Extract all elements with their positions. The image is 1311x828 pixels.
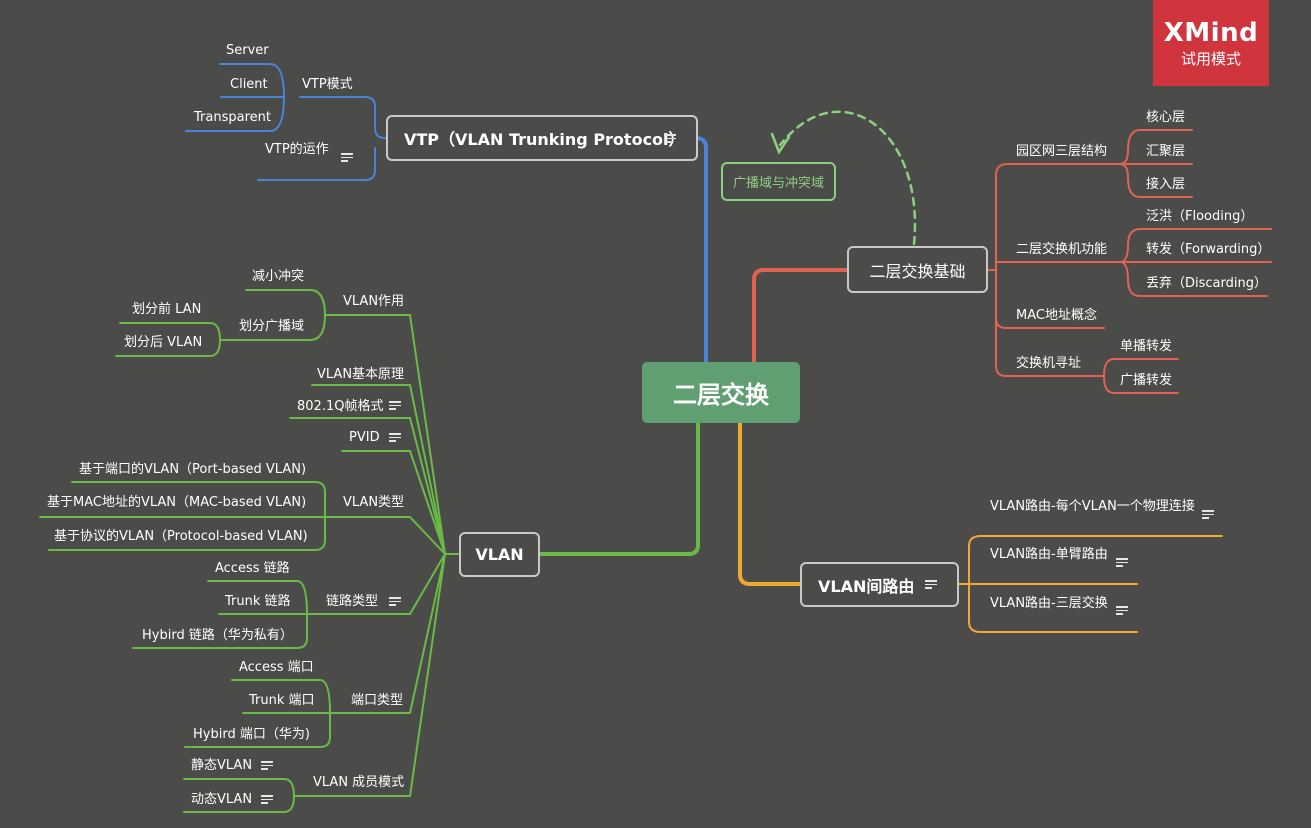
floating-topic[interactable]: 广播域与冲突域 <box>721 162 836 201</box>
split-broadcast-domain[interactable]: 划分广播域 <box>239 319 305 334</box>
vtp-mode-client[interactable]: Client <box>230 77 268 92</box>
vlan-types[interactable]: VLAN类型 <box>343 495 405 510</box>
mac-address-concept[interactable]: MAC地址概念 <box>1016 308 1097 323</box>
note-icon[interactable] <box>261 761 273 770</box>
note-icon[interactable] <box>389 597 401 606</box>
dot1q-frame[interactable]: 802.1Q帧格式 <box>297 399 384 414</box>
vlan-principle[interactable]: VLAN基本原理 <box>317 367 405 382</box>
topic-vlan[interactable]: VLAN <box>459 532 540 577</box>
function-flooding[interactable]: 泛洪（Flooding） <box>1146 209 1254 224</box>
vtp-operation[interactable]: VTP的运作 <box>265 142 329 157</box>
note-icon[interactable] <box>341 153 353 162</box>
access-link[interactable]: Access 链路 <box>215 561 290 576</box>
pvid[interactable]: PVID <box>349 430 380 445</box>
dynamic-vlan[interactable]: 动态VLAN <box>191 792 253 807</box>
topic-vtp-label: VTP（VLAN Trunking Protocol） <box>404 130 685 149</box>
branch-vtp <box>694 136 708 364</box>
trial-mode-label: 试用模式 <box>1180 50 1241 68</box>
vlan-role[interactable]: VLAN作用 <box>343 294 405 309</box>
topic-vtp[interactable]: VTP（VLAN Trunking Protocol） <box>386 115 698 161</box>
routing-router-on-a-stick[interactable]: VLAN路由-单臂路由 <box>990 547 1108 562</box>
unicast-forwarding[interactable]: 单播转发 <box>1120 339 1173 354</box>
switch-addressing[interactable]: 交换机寻址 <box>1016 356 1082 371</box>
after-split-vlan[interactable]: 划分后 VLAN <box>124 335 203 350</box>
routing-l3-switch[interactable]: VLAN路由-三层交换 <box>990 596 1108 611</box>
note-icon[interactable] <box>925 580 937 589</box>
topic-vlan-routing-label: VLAN间路由 <box>818 576 915 596</box>
note-icon[interactable] <box>1116 606 1128 615</box>
vtp-mode-transparent[interactable]: Transparent <box>194 110 271 125</box>
branch-vlan <box>538 421 700 556</box>
l2-switch-functions[interactable]: 二层交换机功能 <box>1016 242 1108 257</box>
central-topic[interactable]: 二层交换 <box>642 362 800 423</box>
xmind-trial-badge[interactable]: XMind 试用模式 <box>1153 0 1269 86</box>
topic-l2-basics[interactable]: 二层交换基础 <box>847 246 988 293</box>
mac-based-vlan[interactable]: 基于MAC地址的VLAN（MAC-based VLAN) <box>47 495 307 510</box>
access-port[interactable]: Access 端口 <box>239 660 314 675</box>
port-types[interactable]: 端口类型 <box>351 693 404 708</box>
function-discarding[interactable]: 丢弃（Discarding） <box>1146 276 1267 291</box>
topic-vlan-routing[interactable]: VLAN间路由 <box>800 562 959 607</box>
broadcast-forwarding[interactable]: 广播转发 <box>1120 373 1173 388</box>
reduce-collision[interactable]: 减小冲突 <box>252 269 305 284</box>
core-layer[interactable]: 核心层 <box>1146 110 1186 125</box>
vlan-membership-mode[interactable]: VLAN 成员模式 <box>313 775 405 790</box>
hybrid-port[interactable]: Hybird 端口（华为) <box>193 727 310 742</box>
note-icon[interactable] <box>389 401 401 410</box>
function-forwarding[interactable]: 转发（Forwarding） <box>1146 242 1271 257</box>
port-based-vlan[interactable]: 基于端口的VLAN（Port-based VLAN) <box>79 462 307 477</box>
campus-three-tier[interactable]: 园区网三层结构 <box>1016 144 1108 159</box>
note-icon[interactable] <box>1116 558 1128 567</box>
relationship-dashed <box>778 110 917 246</box>
vtp-mode[interactable]: VTP模式 <box>302 77 353 92</box>
protocol-based-vlan[interactable]: 基于协议的VLAN（Protocol-based VLAN) <box>54 529 308 544</box>
link-types[interactable]: 链路类型 <box>326 594 379 609</box>
trunk-link[interactable]: Trunk 链路 <box>225 594 291 609</box>
note-icon[interactable] <box>389 433 401 442</box>
hybrid-link[interactable]: Hybird 链路（华为私有） <box>142 628 293 643</box>
note-icon[interactable] <box>1202 510 1214 519</box>
before-split-lan[interactable]: 划分前 LAN <box>132 302 202 317</box>
branch-l2 <box>752 268 850 364</box>
trunk-port[interactable]: Trunk 端口 <box>249 693 315 708</box>
xmind-logo: XMind <box>1163 18 1259 48</box>
distribution-layer[interactable]: 汇聚层 <box>1146 144 1186 159</box>
vtp-mode-server[interactable]: Server <box>226 43 269 58</box>
branch-routing <box>738 421 803 586</box>
static-vlan[interactable]: 静态VLAN <box>191 758 253 773</box>
access-layer[interactable]: 接入层 <box>1146 177 1186 192</box>
routing-per-vlan-link[interactable]: VLAN路由-每个VLAN一个物理连接 <box>990 499 1195 514</box>
note-icon[interactable] <box>664 134 676 143</box>
note-icon[interactable] <box>261 795 273 804</box>
